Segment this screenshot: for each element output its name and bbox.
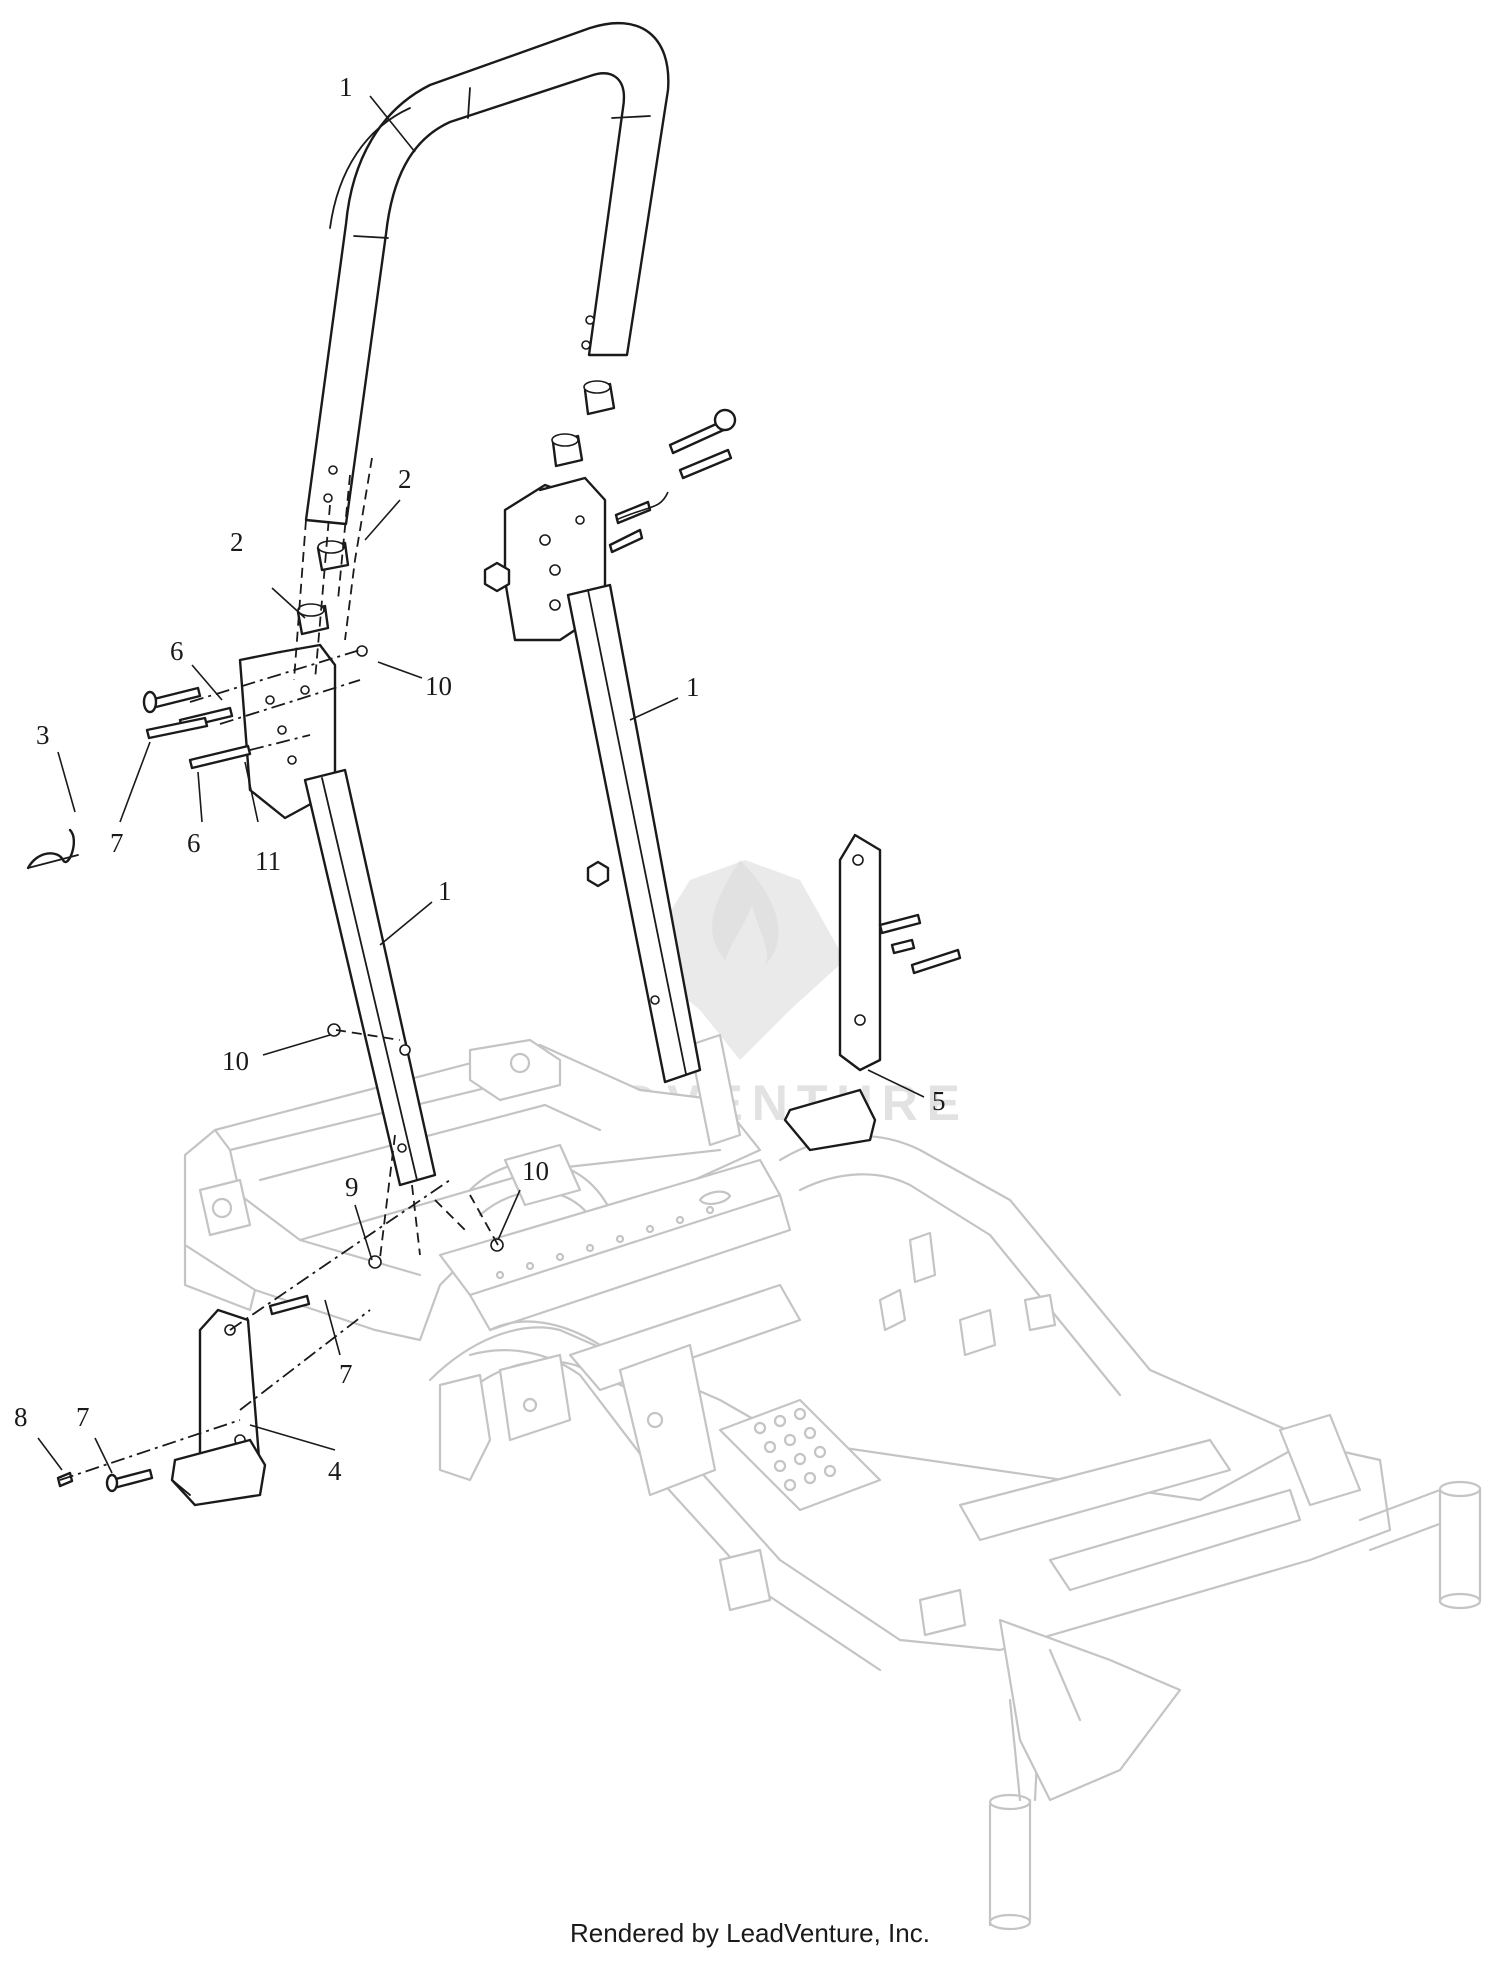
callout-c6b: 6 bbox=[187, 828, 201, 858]
callout-c4: 4 bbox=[328, 1456, 342, 1486]
callout-c7b: 7 bbox=[76, 1402, 90, 1432]
callout-c1a: 1 bbox=[339, 72, 353, 102]
callout-c10b: 10 bbox=[222, 1046, 249, 1076]
fasteners bbox=[26, 645, 962, 1493]
rops-hoop bbox=[304, 21, 670, 526]
callout-c3: 3 bbox=[36, 720, 50, 750]
callout-c2a: 2 bbox=[398, 464, 412, 494]
callout-c1c: 1 bbox=[438, 876, 452, 906]
callout-labels: 1 1 1 2 2 3 4 5 6 6 7 7 7 8 9 10 10 10 1… bbox=[14, 72, 946, 1486]
callout-c8: 8 bbox=[14, 1402, 28, 1432]
callout-c5: 5 bbox=[932, 1086, 946, 1116]
callout-c2b: 2 bbox=[230, 527, 244, 557]
bushings bbox=[296, 380, 616, 636]
callout-c11: 11 bbox=[255, 846, 281, 876]
callout-c1b: 1 bbox=[686, 672, 700, 702]
rops-left-leg bbox=[238, 643, 437, 1187]
callout-c9: 9 bbox=[345, 1172, 359, 1202]
callout-c7a: 7 bbox=[110, 828, 124, 858]
callout-c10a: 10 bbox=[425, 671, 452, 701]
assembly-centerlines bbox=[59, 457, 499, 1481]
callout-c10c: 10 bbox=[522, 1156, 549, 1186]
callout-c7c: 7 bbox=[339, 1359, 353, 1389]
callout-c6a: 6 bbox=[170, 636, 184, 666]
leader-lines bbox=[37, 95, 925, 1474]
rops-right-leg bbox=[483, 408, 737, 1084]
mower-frame bbox=[183, 1033, 1482, 1931]
render-credit: Rendered by LeadVenture, Inc. bbox=[570, 1918, 930, 1948]
